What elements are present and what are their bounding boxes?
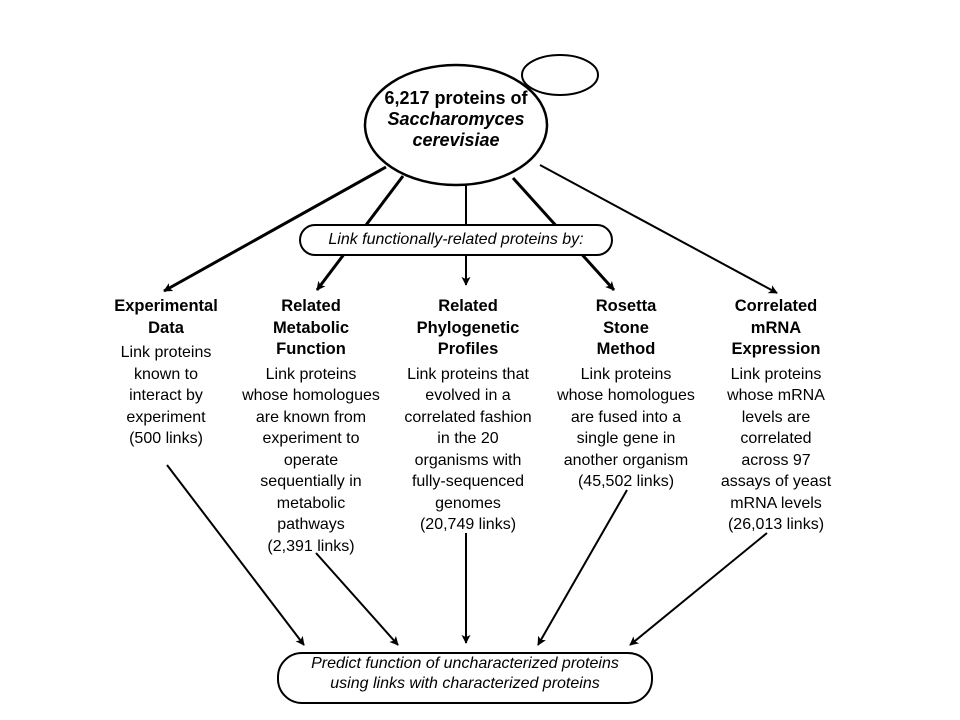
method-title: Related Metabolic Function bbox=[272, 297, 350, 358]
arrow-to-mrna bbox=[539, 164, 778, 294]
arrow-from-experimental bbox=[166, 464, 305, 646]
method-description: Link proteins whose homologues are fused… bbox=[557, 365, 695, 491]
result-label-line1: Predict function of uncharacterized prot… bbox=[311, 655, 619, 672]
arrow-to-experimental bbox=[163, 165, 387, 293]
method-related-metabolic-function: Related Metabolic Function Link proteins… bbox=[226, 296, 396, 557]
method-box bbox=[299, 224, 613, 256]
method-description: Link proteins known to interact by exper… bbox=[120, 344, 212, 447]
source-label-line1: 6,217 proteins of bbox=[384, 88, 528, 108]
method-box-label: Link functionally-related proteins by: bbox=[328, 231, 584, 248]
method-title: Rosetta Stone Method bbox=[595, 297, 657, 358]
source-label-line3: cerevisiae bbox=[412, 130, 500, 150]
source-ellipse bbox=[363, 63, 549, 187]
arrow-from-rosetta bbox=[537, 489, 628, 646]
method-rosetta-stone: Rosetta Stone Method Link proteins whose… bbox=[542, 296, 710, 493]
method-description: Link proteins whose homologues are known… bbox=[242, 365, 380, 555]
method-related-phylogenetic-profiles: Related Phylogenetic Profiles Link prote… bbox=[388, 296, 548, 536]
source-label: 6,217 proteins of Saccharomyces cerevisi… bbox=[366, 88, 546, 151]
result-label: Predict function of uncharacterized prot… bbox=[278, 654, 652, 702]
result-box bbox=[277, 652, 653, 704]
result-label-line2: using links with characterized proteins bbox=[330, 675, 600, 692]
source-self-loop bbox=[521, 54, 599, 96]
method-correlated-mrna-expression: Correlated mRNA Expression Link proteins… bbox=[702, 296, 850, 536]
method-description: Link proteins whose mRNA levels are corr… bbox=[720, 365, 832, 534]
method-title: Experimental Data bbox=[114, 297, 218, 337]
method-title: Correlated mRNA Expression bbox=[731, 297, 821, 358]
arrow-from-mrna bbox=[629, 532, 768, 646]
source-label-line2: Saccharomyces bbox=[387, 109, 525, 129]
method-description: Link proteins that evolved in a correlat… bbox=[404, 365, 532, 534]
method-title: Related Phylogenetic Profiles bbox=[416, 297, 520, 358]
method-experimental-data: Experimental Data Link proteins known to… bbox=[96, 296, 236, 450]
arrow-from-metabolic bbox=[315, 552, 399, 646]
